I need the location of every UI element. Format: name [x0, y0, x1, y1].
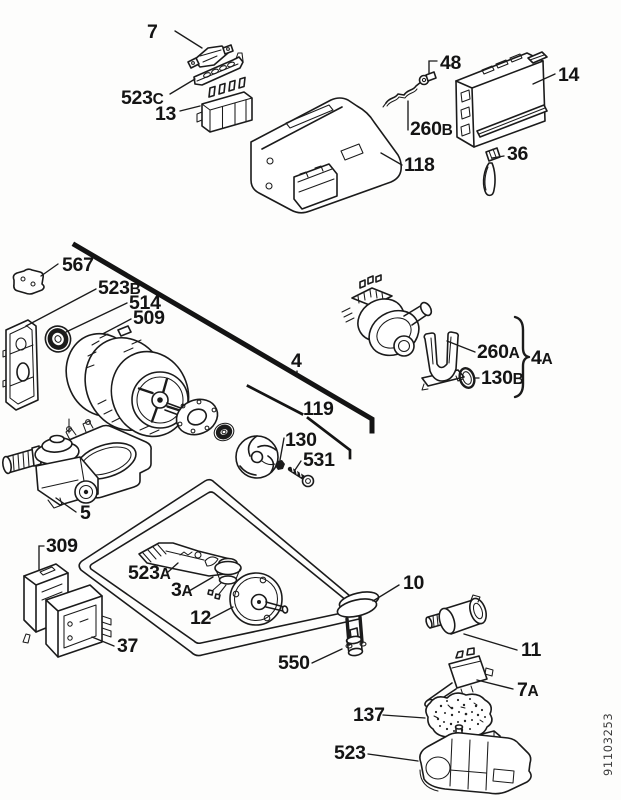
leader-48: [428, 60, 438, 74]
switch-37-drawing: [45, 584, 112, 658]
part-label-12: 12: [190, 607, 212, 629]
leader-567: [40, 263, 59, 277]
part-label-11: 11: [521, 639, 541, 661]
oring-130b-drawing: [458, 367, 476, 389]
part-label-4a: 4A: [531, 347, 553, 369]
trap-housing-523-drawing: [419, 724, 532, 795]
leader-523b: [25, 288, 97, 327]
part-label-118: 118: [404, 154, 435, 176]
part-label-48: 48: [440, 52, 462, 74]
part-label-3a: 3A: [171, 579, 193, 601]
motor-509-drawing: [65, 325, 202, 459]
leader-523a: [167, 562, 179, 573]
foam-seal-137-drawing: [425, 692, 493, 740]
leader-12: [209, 606, 234, 620]
leader-118: [380, 152, 403, 166]
part-label-7: 7: [147, 21, 158, 43]
wire-48-drawing: [382, 71, 437, 108]
leader-3a: [188, 576, 214, 592]
leader-523: [367, 753, 419, 762]
inlet-valve-5-drawing: [1, 434, 99, 509]
part-label-5: 5: [80, 502, 91, 524]
part-label-10: 10: [403, 572, 425, 594]
part-label-37: 37: [117, 635, 138, 657]
leader-137: [382, 714, 426, 719]
leader-7a: [476, 679, 514, 690]
part-label-14: 14: [558, 64, 580, 86]
leader-37: [91, 636, 115, 647]
leader-514: [65, 302, 128, 333]
part-label-523: 523: [334, 742, 366, 764]
leader-5: [55, 497, 77, 513]
grommet-550-drawing: [345, 627, 364, 657]
shaft-seal-drawing: [213, 422, 235, 442]
brace-4a: [513, 315, 531, 399]
part-label-260b: 260B: [410, 118, 453, 140]
part-label-13: 13: [155, 103, 177, 125]
part-label-531: 531: [303, 449, 335, 471]
switch-7-drawing: [187, 44, 234, 69]
part-label-36: 36: [507, 143, 529, 165]
part-label-523c: 523C: [121, 87, 164, 109]
harness-4-drawing: [71, 241, 375, 434]
capacitor-11-drawing: [425, 594, 487, 635]
part-label-130b: 130B: [481, 367, 524, 389]
part-label-509: 509: [133, 307, 165, 329]
seal-514-drawing: [44, 325, 72, 353]
part-label-523a: 523A: [128, 562, 171, 584]
leader-36: [491, 155, 505, 159]
heating-element-10-drawing: [78, 478, 380, 657]
thermostat-3a-drawing: [207, 557, 242, 600]
module-14-drawing: [455, 51, 548, 148]
part-label-567: 567: [62, 254, 94, 276]
part-label-130: 130: [285, 429, 317, 451]
harness-119-drawing: [246, 384, 352, 460]
leader-130: [279, 437, 285, 461]
pressure-chamber-12-drawing: [229, 572, 289, 626]
console-118-drawing: [250, 97, 402, 214]
part-label-550: 550: [278, 652, 310, 674]
pump-housing-drawing: [175, 398, 219, 436]
drain-pump-drawing: [341, 274, 433, 357]
part-label-7a: 7A: [517, 679, 539, 701]
leader-523c: [169, 78, 196, 95]
leader-531: [294, 460, 302, 471]
plate-523b-drawing: [2, 319, 39, 411]
part-label-514: 514: [129, 292, 161, 314]
tool-36-drawing: [482, 147, 501, 197]
bracket-260a-drawing: [421, 331, 465, 391]
leader-13: [179, 105, 201, 112]
leader-260a: [446, 340, 476, 353]
leader-11: [463, 633, 518, 651]
part-label-523b: 523B: [98, 277, 141, 299]
leader-550: [311, 648, 343, 664]
leader-14: [532, 73, 556, 85]
plate-567-drawing: [12, 268, 45, 295]
part-label-4: 4: [291, 350, 302, 372]
rail-523c-drawing: [193, 52, 244, 86]
leader-10: [372, 584, 400, 602]
terminal-block-13-drawing: [196, 76, 253, 133]
document-number: 91103253: [601, 713, 615, 776]
part-label-260a: 260A: [477, 341, 520, 363]
screw-531-drawing: [287, 466, 315, 488]
part-label-119: 119: [303, 398, 334, 420]
impeller-130-drawing: [235, 435, 285, 479]
part-label-309: 309: [46, 535, 78, 557]
part-label-137: 137: [353, 704, 385, 726]
leader-7: [174, 30, 203, 49]
